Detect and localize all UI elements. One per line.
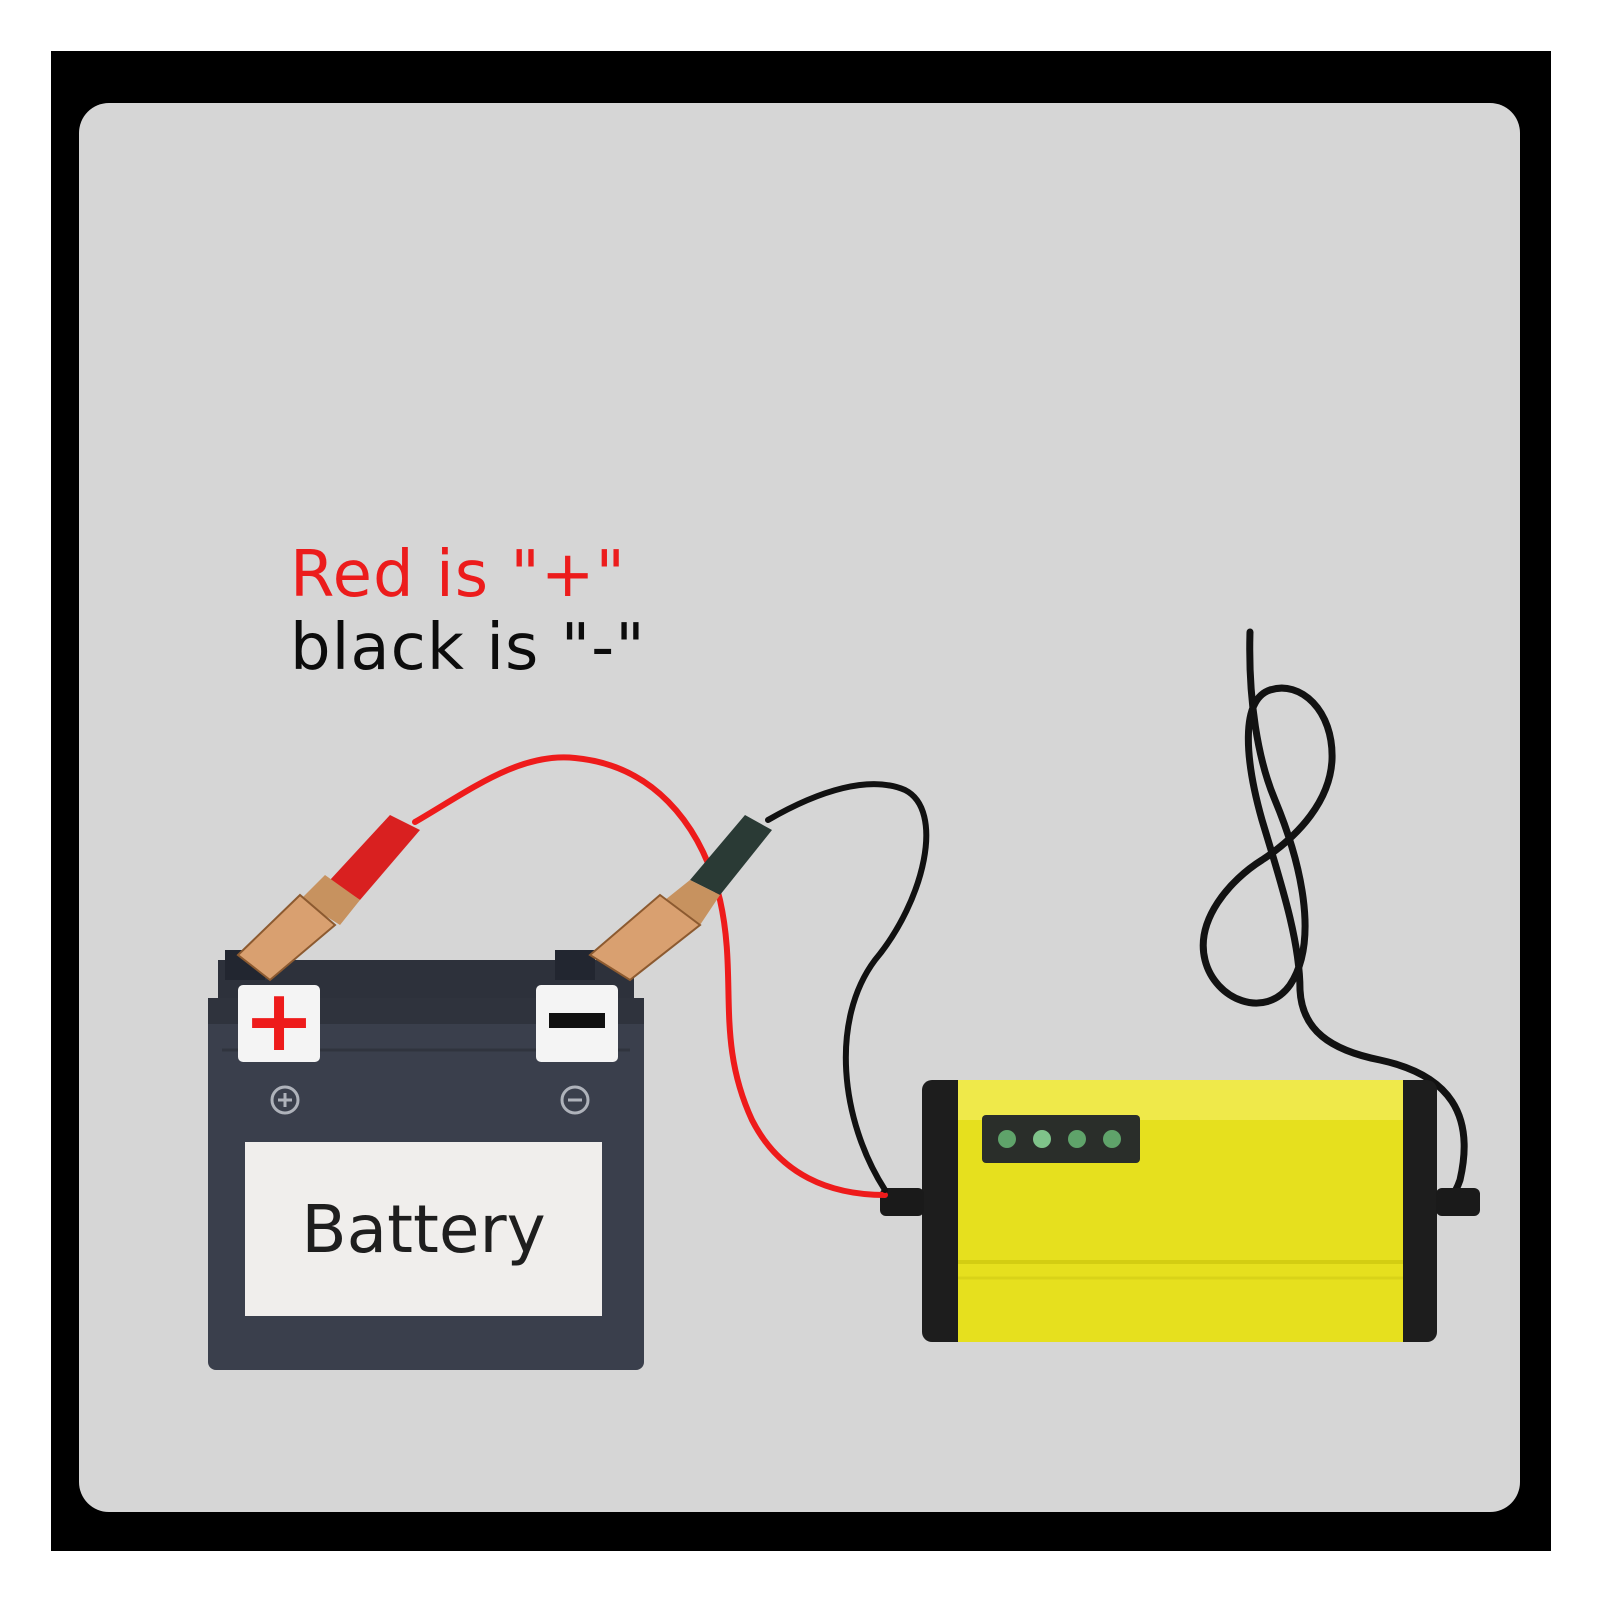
led-indicator-2 <box>1033 1130 1051 1148</box>
red-wire <box>412 754 888 1198</box>
red-clamp <box>236 815 420 982</box>
led-indicator-1 <box>998 1130 1016 1148</box>
caption-black-negative: black is "-" <box>290 611 646 685</box>
caption-red-positive: Red is "+" <box>290 538 626 612</box>
battery-label-text: Battery <box>301 1190 546 1268</box>
power-cord <box>1199 628 1468 1220</box>
minus-emboss-icon <box>560 1085 590 1115</box>
led-indicator-4 <box>1103 1130 1121 1148</box>
plus-emboss-icon <box>270 1085 300 1115</box>
led-panel <box>982 1115 1140 1163</box>
led-indicator-3 <box>1068 1130 1086 1148</box>
battery-label <box>245 1142 602 1316</box>
negative-sign <box>549 1013 605 1028</box>
black-clamp <box>588 815 772 982</box>
positive-sign: + <box>243 971 315 1071</box>
battery: + <box>208 950 644 1370</box>
black-wire <box>765 781 930 1193</box>
positive-sign-label <box>238 985 320 1062</box>
charger <box>880 1080 1480 1342</box>
